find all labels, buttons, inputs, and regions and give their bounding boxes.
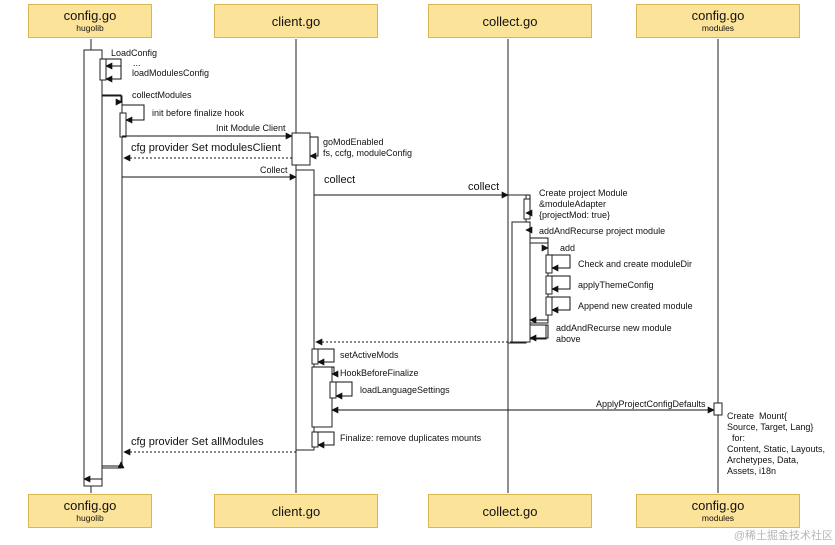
participant-title: collect.go: [482, 504, 538, 519]
arrow-init-hook: [122, 104, 145, 124]
arrow-hookbeforefinalize: [314, 366, 339, 378]
arrow-setactivemods: [314, 348, 335, 366]
label-set-modulesclient: cfg provider Set modulesClient: [131, 142, 281, 154]
arrow-collectmodules-return: [102, 461, 125, 469]
label-init-module-client: Init Module Client: [216, 123, 286, 133]
label-applyprojectconfigdefaults: ApplyProjectConfigDefaults: [596, 399, 706, 409]
activation-client-setactive: [311, 348, 319, 365]
arrow-loadlanguagesettings: [332, 381, 353, 400]
label-check-create: Check and create moduleDir: [578, 259, 693, 269]
label-create-project-module: Create project Module &moduleAdapter {pr…: [539, 188, 628, 220]
footer-participant-config-hugolib: config.go hugolib: [28, 494, 152, 528]
label-apply-theme: applyThemeConfig: [578, 280, 654, 290]
participant-title: config.go: [691, 498, 745, 513]
activation-hugolib-loadmodules: [99, 58, 107, 81]
activation-client-finalize: [311, 431, 319, 448]
header-participant-collect: collect.go: [428, 4, 592, 38]
header-participant-client: client.go: [214, 4, 378, 38]
activation-client-loadlang: [329, 381, 337, 399]
arrow-create-project-module: [525, 194, 533, 217]
arrow-check-create: [548, 254, 571, 272]
activation-client-collect: [295, 169, 315, 451]
participant-subtitle: hugolib: [76, 23, 104, 33]
arrow-add: [530, 237, 552, 249]
footer-participant-client: client.go: [214, 494, 378, 528]
activation-collect-append: [545, 296, 553, 316]
activation-collect-check: [545, 254, 553, 274]
label-ellipsis: ...: [133, 58, 141, 68]
activation-hugolib-hook: [119, 112, 127, 138]
activation-hugolib-collectmodules: [101, 95, 123, 469]
participant-subtitle: modules: [701, 23, 735, 33]
label-hookbeforefinalize: HookBeforeFinalize: [340, 368, 419, 378]
activation-collect-add: [529, 242, 549, 324]
label-addandrecurse-new: addAndRecurse new module above: [556, 323, 672, 344]
label-finalize: Finalize: remove duplicates mounts: [340, 433, 482, 443]
label-create-mount: Create Mount{ Source, Target, Lang} for:…: [727, 411, 826, 476]
label-set-allmodules: cfg provider Set allModules: [131, 436, 264, 448]
label-collect-2: collect: [468, 181, 500, 193]
label-add: add: [560, 243, 576, 253]
label-addandrecurse: addAndRecurse project module: [539, 226, 666, 236]
label-loadmodulesconfig: loadModulesConfig: [132, 68, 210, 78]
label-collectmodules: collectModules: [132, 90, 192, 100]
activation-collect-recurse: [511, 221, 531, 343]
participant-title: config.go: [63, 8, 117, 23]
arrow-apply-theme: [548, 275, 571, 293]
label-gomodenabled: goModEnabled fs, ccfg, moduleConfig: [323, 137, 413, 158]
label-init-hook: init before finalize hook: [152, 108, 245, 118]
activation-modules-apply: [713, 402, 723, 416]
participant-title: client.go: [271, 504, 321, 519]
arrow-gomodenabled: [309, 136, 319, 160]
activation-client-hook: [311, 366, 333, 428]
label-collect: collect: [324, 174, 356, 186]
arrow-recurse-return: [529, 316, 549, 324]
activation-collect-theme: [545, 275, 553, 295]
participant-subtitle: hugolib: [76, 513, 104, 523]
activation-collect-create: [523, 198, 531, 220]
activations: [83, 49, 723, 487]
participant-title: config.go: [63, 498, 117, 513]
label-setactivemods: setActiveMods: [340, 350, 399, 360]
activation-hugolib-main: [83, 49, 103, 487]
label-loadconfig: LoadConfig: [111, 48, 158, 58]
footer-participant-collect: collect.go: [428, 494, 592, 528]
arrow-finalize: [314, 431, 335, 449]
header-participant-config-modules: config.go modules: [636, 4, 800, 38]
label-append: Append new created module: [578, 301, 693, 311]
participant-subtitle: modules: [701, 513, 735, 523]
arrow-append: [548, 296, 571, 314]
arrow-loadmodulesconfig: [105, 65, 122, 83]
activation-client-init: [291, 132, 311, 166]
footer-participant-config-modules: config.go modules: [636, 494, 800, 528]
participant-title: config.go: [691, 8, 745, 23]
participant-title: client.go: [271, 14, 321, 29]
label-loadlanguagesettings: loadLanguageSettings: [360, 385, 450, 395]
arrow-collectmodules: [102, 94, 123, 106]
arrow-addandrecurse: [525, 221, 533, 234]
participant-title: collect.go: [482, 14, 538, 29]
header-participant-config-hugolib: config.go hugolib: [28, 4, 152, 38]
arrow-addandrecurse-new: [529, 324, 549, 342]
label-collect-call: Collect: [260, 165, 288, 175]
activation-collect-recursenew: [529, 324, 547, 340]
watermark-text: @稀土掘金技术社区: [733, 530, 833, 542]
